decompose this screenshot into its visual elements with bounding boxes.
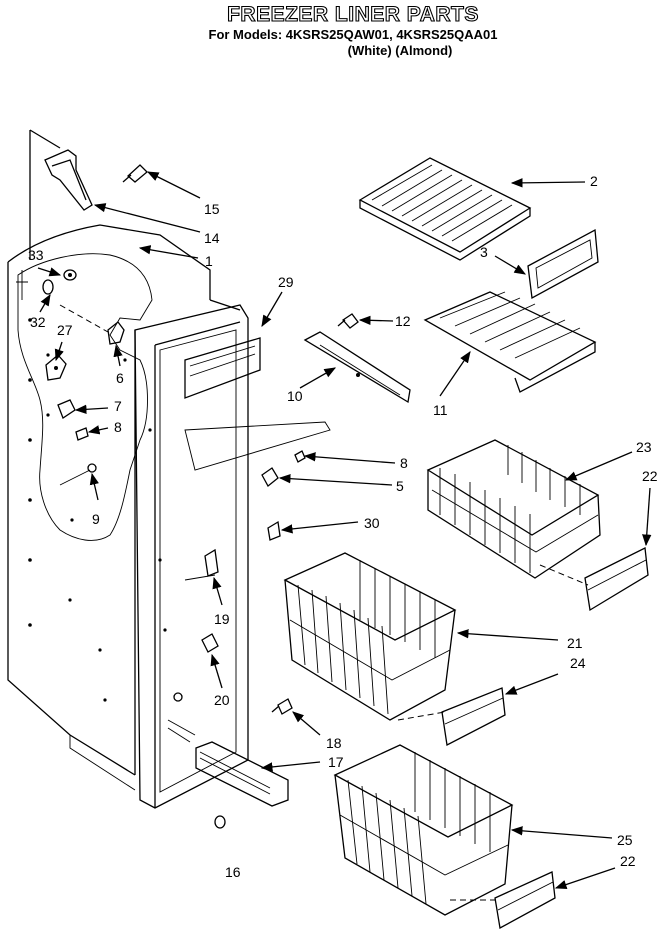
- callout-22-top: 22: [642, 468, 658, 484]
- callout-22-bottom: 22: [620, 853, 636, 869]
- callout-32: 32: [30, 314, 46, 330]
- part-30-clip: [267, 520, 281, 541]
- part-3-glass-insert: [527, 228, 599, 300]
- callout-21: 21: [567, 635, 583, 651]
- part-8-screw-right: [294, 450, 306, 463]
- callout-8-left: 8: [114, 419, 122, 435]
- callout-16: 16: [225, 864, 241, 880]
- callout-14: 14: [204, 230, 220, 246]
- callout-8-right: 8: [400, 455, 408, 471]
- part-25-basket: [333, 744, 514, 916]
- callout-17: 17: [328, 754, 344, 770]
- callout-25: 25: [617, 832, 633, 848]
- model-numbers: For Models: 4KSRS25QAW01, 4KSRS25QAA01: [209, 27, 498, 42]
- callout-20: 20: [214, 692, 230, 708]
- callout-24: 24: [570, 655, 586, 671]
- diagram-title: FREEZER LINER PARTS: [227, 3, 479, 26]
- part-2-glass-shelf: [358, 157, 532, 261]
- freezer-liner-body: [7, 129, 331, 809]
- part-33-32-fittings: [16, 269, 77, 300]
- part-20-screw: [201, 633, 219, 653]
- callout-15: 15: [204, 201, 220, 217]
- part-15-screw: [122, 164, 148, 183]
- part-24-basket-front: [397, 687, 506, 746]
- part-17-rail: [195, 741, 289, 807]
- part-7-part: [57, 399, 76, 419]
- callout-12: 12: [395, 313, 411, 329]
- part-22-basket-front-bottom: [450, 871, 556, 930]
- part-18-screw: [271, 698, 293, 715]
- callout-2: 2: [590, 173, 598, 189]
- part-10-shelf-bracket: [303, 331, 411, 404]
- callout-1: 1: [205, 253, 213, 269]
- callout-10: 10: [287, 388, 303, 404]
- part-23-basket: [426, 439, 601, 579]
- callout-19: 19: [214, 611, 230, 627]
- part-29-panel: [184, 337, 261, 399]
- part-5-clip: [261, 467, 279, 487]
- callout-11: 11: [433, 402, 448, 418]
- part-21-basket: [283, 552, 457, 721]
- part-19-hinge: [204, 548, 219, 577]
- leader-lines: [37, 171, 652, 890]
- callout-33: 33: [28, 247, 44, 263]
- part-6-clip: [59, 304, 125, 345]
- part-14-bracket: [44, 149, 93, 211]
- callout-9: 9: [92, 511, 100, 527]
- callout-6: 6: [116, 370, 124, 386]
- part-11-wire-shelf: [423, 291, 597, 393]
- callout-29: 29: [278, 274, 294, 290]
- callout-30: 30: [364, 515, 380, 531]
- model-colors: (White) (Almond): [348, 43, 453, 58]
- part-22-basket-front-top: [539, 547, 649, 612]
- callout-3: 3: [480, 244, 488, 260]
- callout-27: 27: [57, 322, 73, 338]
- part-16-cap: [214, 815, 226, 829]
- callout-labels: 15 14 1 33 32 27 6 7 8 9 29 2 3 12 10 11…: [28, 173, 658, 880]
- callout-18: 18: [326, 735, 342, 751]
- callout-5: 5: [396, 478, 404, 494]
- callout-7: 7: [114, 398, 122, 414]
- part-9-knob: [59, 463, 97, 486]
- callout-23: 23: [636, 439, 652, 455]
- part-8-screw-left: [75, 427, 89, 441]
- part-12-screw: [337, 313, 359, 329]
